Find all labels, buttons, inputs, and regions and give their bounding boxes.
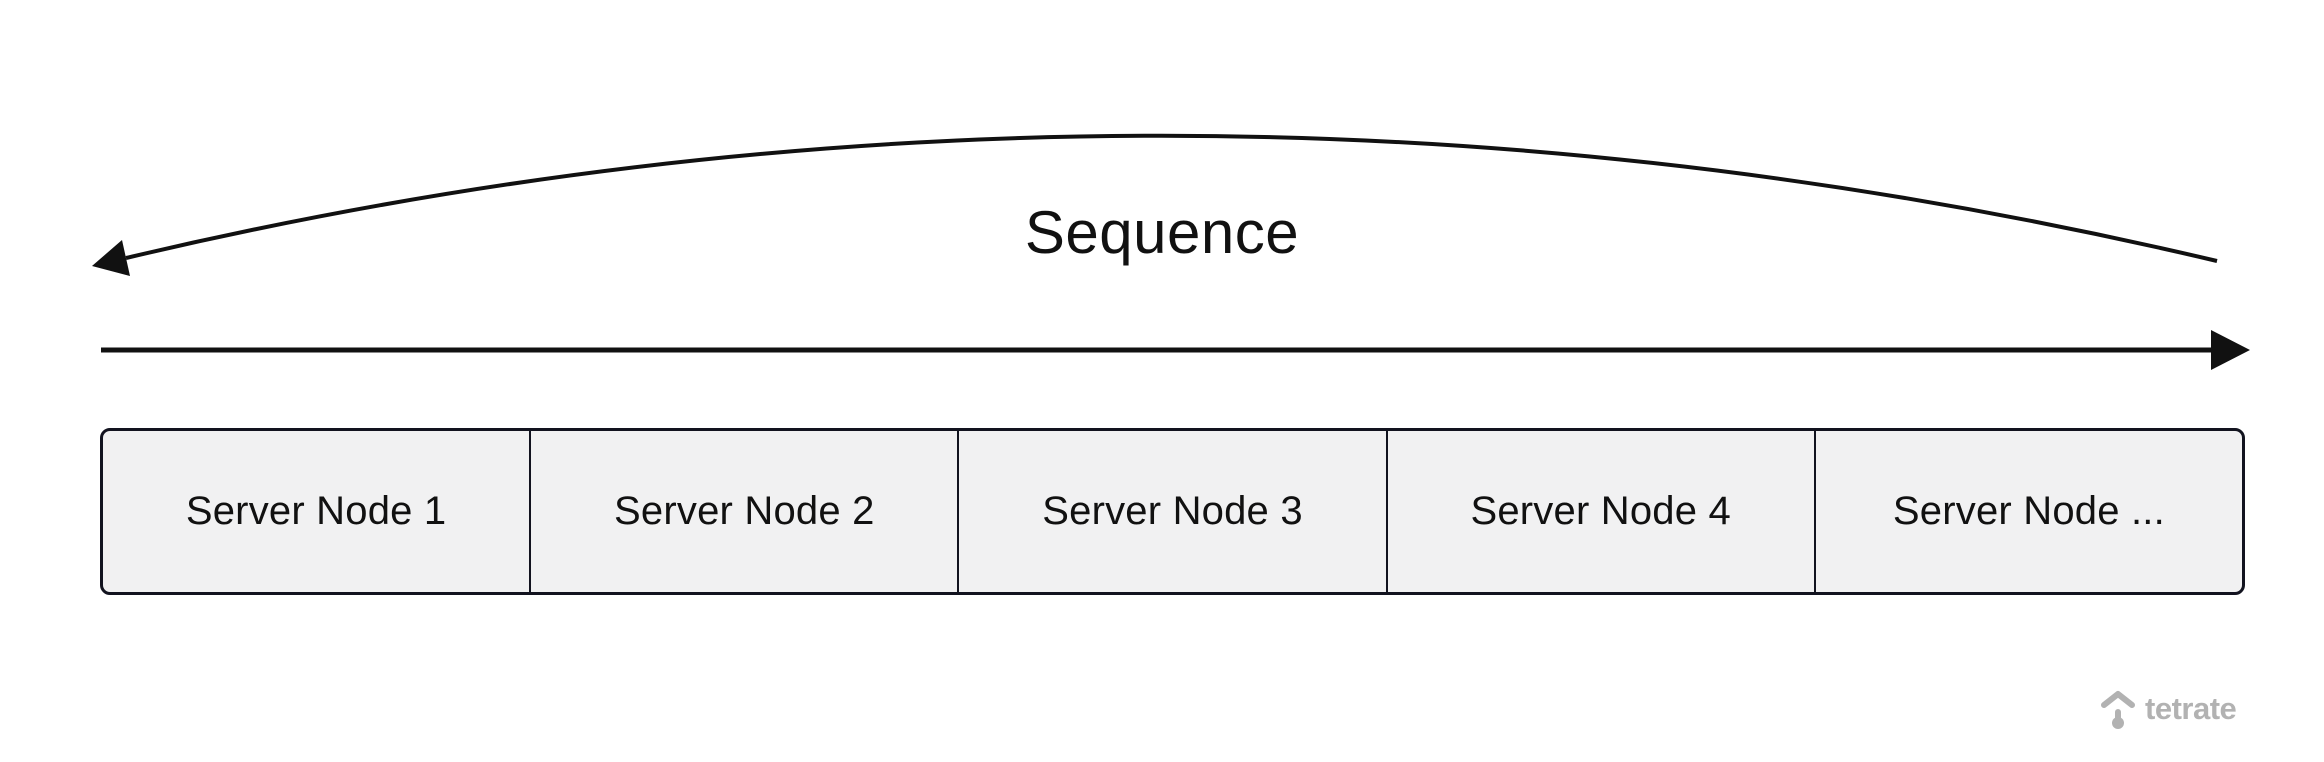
- server-node-more: Server Node ...: [1816, 431, 2242, 592]
- sequence-label: Sequence: [1024, 199, 1300, 266]
- server-node-3-label: Server Node 3: [1042, 489, 1303, 533]
- tetrate-logo-text: tetrate: [2145, 690, 2237, 726]
- server-node-4: Server Node 4: [1388, 431, 1816, 592]
- server-node-1: Server Node 1: [103, 431, 532, 592]
- server-node-2: Server Node 2: [531, 431, 960, 592]
- server-node-4-label: Server Node 4: [1470, 489, 1731, 533]
- server-node-more-label: Server Node ...: [1892, 489, 2165, 533]
- server-node-1-label: Server Node 1: [185, 489, 447, 533]
- server-node-row: Server Node 1 Server Node 2 Server Node …: [100, 428, 2245, 595]
- right-arrow-icon: [101, 330, 2250, 370]
- tetrate-logo: tetrate: [2100, 690, 2237, 730]
- server-node-3: Server Node 3: [959, 431, 1388, 592]
- server-node-2-label: Server Node 2: [614, 489, 875, 533]
- tetrate-caret-pin-icon: [2101, 691, 2135, 729]
- curved-left-arrow-icon: [92, 133, 2218, 276]
